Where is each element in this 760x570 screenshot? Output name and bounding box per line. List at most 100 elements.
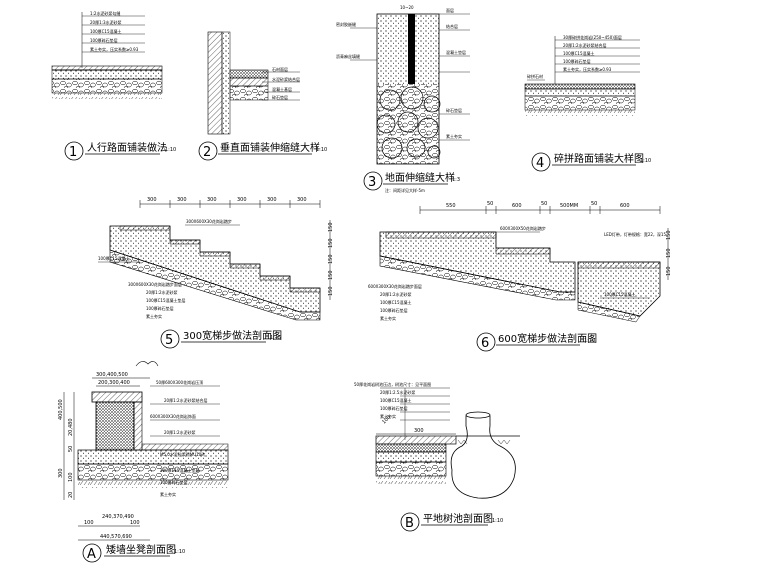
notes-a: 50厚600X300花岗岩压顶 20厚1:2水泥砂浆结合层 600X300X30… [150, 379, 220, 497]
note-text: 碎石垫层 [446, 107, 462, 113]
note-text: 碎石垫层 [272, 94, 288, 100]
detail-1: 1:2水泥砂浆勾缝 20厚1:3水泥砂浆 100厚C15混凝土 100厚碎石垫层… [51, 10, 176, 161]
note-text: 600X300X30花岗岩踏步面层 [368, 283, 422, 289]
note-text: 100厚C15混凝土 [98, 255, 130, 261]
note-text: 100厚碎石垫层 [160, 479, 188, 485]
detail-scale: 1:10 [165, 147, 176, 153]
tree-root-ball [450, 415, 516, 499]
detail-number-circle [82, 543, 102, 563]
note-text: 600X300X50花岗岩踏步 [500, 225, 546, 231]
gravel-layer [375, 461, 447, 477]
detail-scale: 1:15 [270, 335, 281, 341]
gravel-layer [51, 78, 163, 94]
dim-label: 300 [237, 197, 247, 203]
mortar-layer [524, 88, 636, 97]
detail-number: A [87, 547, 96, 562]
notes-1: 1:2水泥砂浆勾缝 20厚1:3水泥砂浆 100厚C15混凝土 100厚碎石垫层… [82, 10, 145, 53]
detail-title: 碎拼路面铺装大样图 [554, 152, 644, 165]
detail-number: 1 [69, 145, 77, 160]
detail-number-circle [64, 141, 84, 161]
detail-a: 300,400,500 200,300,400 400,500 20,480 5… [58, 361, 229, 563]
edge-stone [375, 435, 457, 445]
paving-layer [51, 65, 163, 71]
top-dimension: 300,400,500 200,300,400 [92, 361, 159, 387]
note-text: 20厚1:2水泥砂浆 [380, 291, 412, 297]
detail-4: 30厚碎拼花岗岩(250~450)面层 20厚1:2水泥砂浆结合层 100厚C1… [524, 34, 651, 172]
detail-scale: 1:10 [492, 518, 503, 524]
title-4: 4 碎拼路面铺装大样图 1:10 [531, 152, 651, 172]
note-text: 素土夯实 [160, 491, 176, 497]
detail-number: 3 [368, 175, 376, 190]
note-text: 沥青麻丝填缝 [336, 53, 360, 59]
detail-number-circle [363, 171, 383, 191]
tree-sketch [135, 361, 159, 367]
detail-scale: 1:10 [584, 338, 595, 344]
note-text: 素土夯实 [446, 133, 462, 139]
dim-label: 100 [84, 520, 94, 526]
detail-title: 人行路面铺装做法 [87, 141, 167, 154]
stone-cladding [133, 401, 143, 451]
note-text: 20厚1:3水泥砂浆 [90, 19, 122, 25]
concrete-base [77, 449, 229, 465]
detail-title: 600宽梯步做法剖面图 [498, 332, 597, 345]
notes-3: 密封胶嵌缝 沥青麻丝填缝 面层 结合层 混凝土垫层 碎石垫层 素土夯实 [336, 7, 470, 141]
detail-5: 300 300 300 300 300 300 150 150 150 150 … [98, 197, 334, 349]
ground-paving [141, 443, 229, 451]
landing-gravel [577, 301, 641, 323]
note-text: 300X600X30花岗岩踏步面层 [128, 281, 182, 287]
gravel-layer [229, 85, 269, 101]
note-text: 密封胶嵌缝 [336, 21, 356, 27]
dim-label: 50 [487, 201, 493, 207]
note-text: 混凝土基层 [272, 86, 292, 92]
dim-label: 150 [328, 270, 334, 280]
dim-label: 150 [328, 222, 334, 232]
detail-scale: 1:10 [640, 158, 651, 164]
top-dimension: 300 100 [376, 414, 456, 435]
detail-scale: 1:10 [174, 549, 185, 555]
detail-number: 4 [536, 156, 544, 171]
dim-label: 400,500 [58, 399, 64, 420]
expansion-joint [408, 14, 415, 84]
note-text: 素土夯实 [380, 413, 396, 419]
detail-number-circle [160, 329, 180, 349]
dim-label: 300 [58, 468, 64, 478]
dim-label: 300 [177, 197, 187, 203]
dim-label: 600 [620, 203, 630, 209]
detail-title: 垂直面铺装伸缩缝大样 [220, 141, 320, 154]
note-text: 100厚C15混凝土 [563, 50, 595, 56]
detail-title: 矮墙坐凳剖面图 [106, 543, 176, 556]
concrete-layer [375, 451, 447, 463]
title-2: 2 垂直面铺装伸缩缝大样 1:10 [198, 141, 327, 161]
dim-label: 300 [207, 197, 217, 203]
soil-layer [52, 93, 162, 99]
note-text: 20厚1:2水泥砂浆 [164, 429, 196, 435]
detail-number-circle [476, 332, 496, 352]
soil-layer [78, 480, 228, 488]
note-text: 素土夯实 [380, 315, 396, 321]
note-text: 20厚1:2水泥砂浆结合层 [164, 397, 208, 403]
soil-layer [525, 110, 635, 116]
dim-label: 100 [130, 520, 140, 526]
detail-number-circle [531, 152, 551, 172]
detail-3: 10~20 密封胶嵌缝 沥青麻丝填缝 面层 结合层 混凝土垫层 碎石垫层 素土夯… [336, 5, 470, 193]
title-a: A 矮墙坐凳剖面图 1:10 [82, 543, 185, 563]
mortar-layer [375, 443, 447, 453]
note-text: 素土夯实，压实系数≥0.93 [563, 66, 612, 72]
stone-treads [385, 231, 551, 255]
notes-b: 50厚花岗岩树池压边，树池尺寸：见平面图 20厚1:2.5水泥砂浆 100厚C1… [354, 381, 450, 440]
gravel-layer [524, 95, 636, 111]
dim-label: 150 [666, 248, 672, 258]
dim-label: 150 [666, 266, 672, 276]
paving-layer [524, 83, 636, 90]
dim-label: 300 [414, 428, 424, 434]
detail-number: 2 [203, 145, 211, 160]
dim-label: 200,300,400 [98, 380, 130, 386]
note-text: 20厚1:2水泥砂浆 [146, 289, 178, 295]
note-text: 100厚C15混凝土垫层 [160, 467, 200, 473]
dim-label: 150 [328, 254, 334, 264]
coping-stone [91, 391, 143, 403]
left-dimension: 400,500 20,480 50 300 100 20 [58, 392, 75, 500]
note-text: 300X600X30花岗岩踏步 [186, 218, 232, 224]
detail-title: 300宽梯步做法剖面图 [183, 329, 282, 342]
